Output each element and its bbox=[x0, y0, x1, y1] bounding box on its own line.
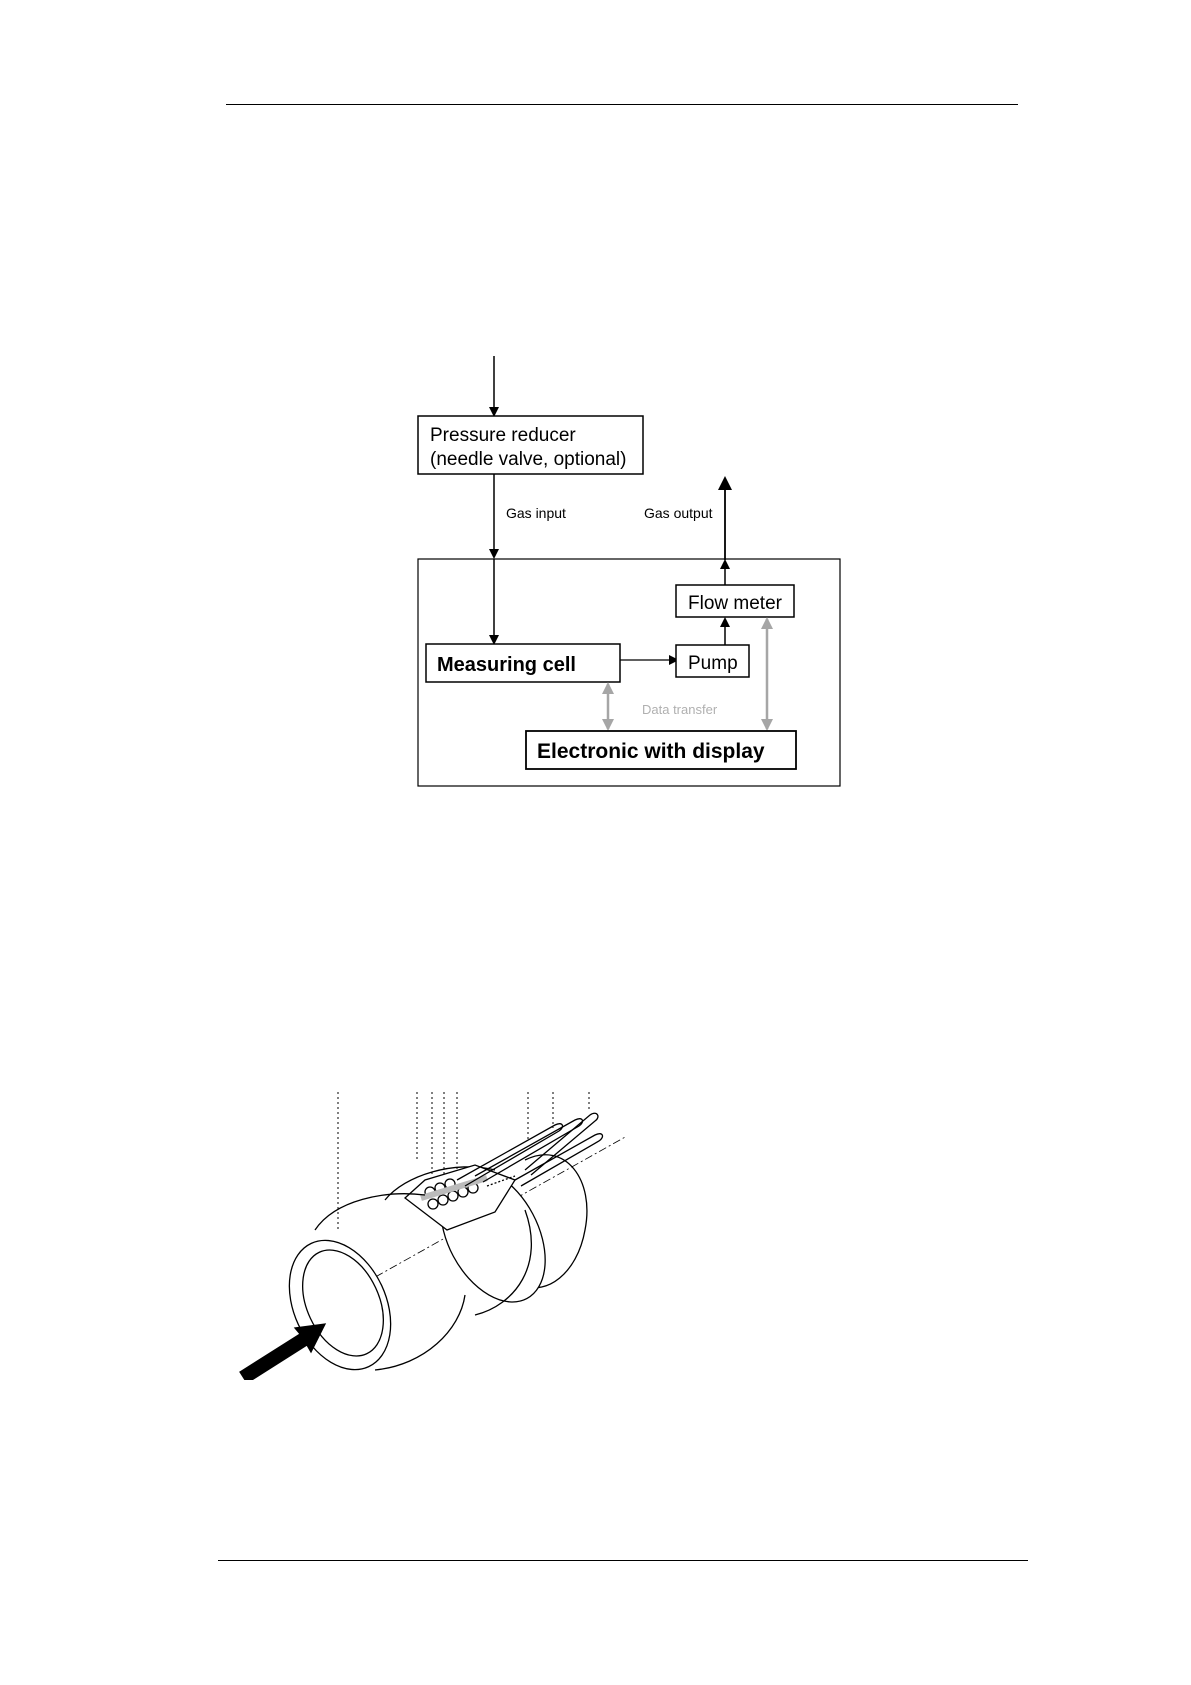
pump-label: Pump bbox=[688, 653, 738, 674]
electronic-display-label: Electronic with display bbox=[537, 740, 765, 763]
gas-flow-diagram: Pressure reducer (needle valve, optional… bbox=[380, 340, 860, 800]
measuring-cell-label: Measuring cell bbox=[437, 654, 576, 676]
gas-output-label: Gas output bbox=[644, 505, 713, 521]
flow-meter-label: Flow meter bbox=[688, 593, 783, 614]
gas-input-label: Gas input bbox=[506, 505, 566, 521]
header-rule bbox=[226, 104, 1018, 105]
pressure-reducer-sublabel: (needle valve, optional) bbox=[430, 449, 626, 470]
measuring-cell-illustration bbox=[225, 1080, 645, 1380]
data-transfer-label: Data transfer bbox=[642, 702, 718, 717]
pressure-reducer-label: Pressure reducer bbox=[430, 425, 576, 446]
inflow-arrow bbox=[240, 1324, 325, 1380]
footer-rule bbox=[218, 1560, 1028, 1561]
